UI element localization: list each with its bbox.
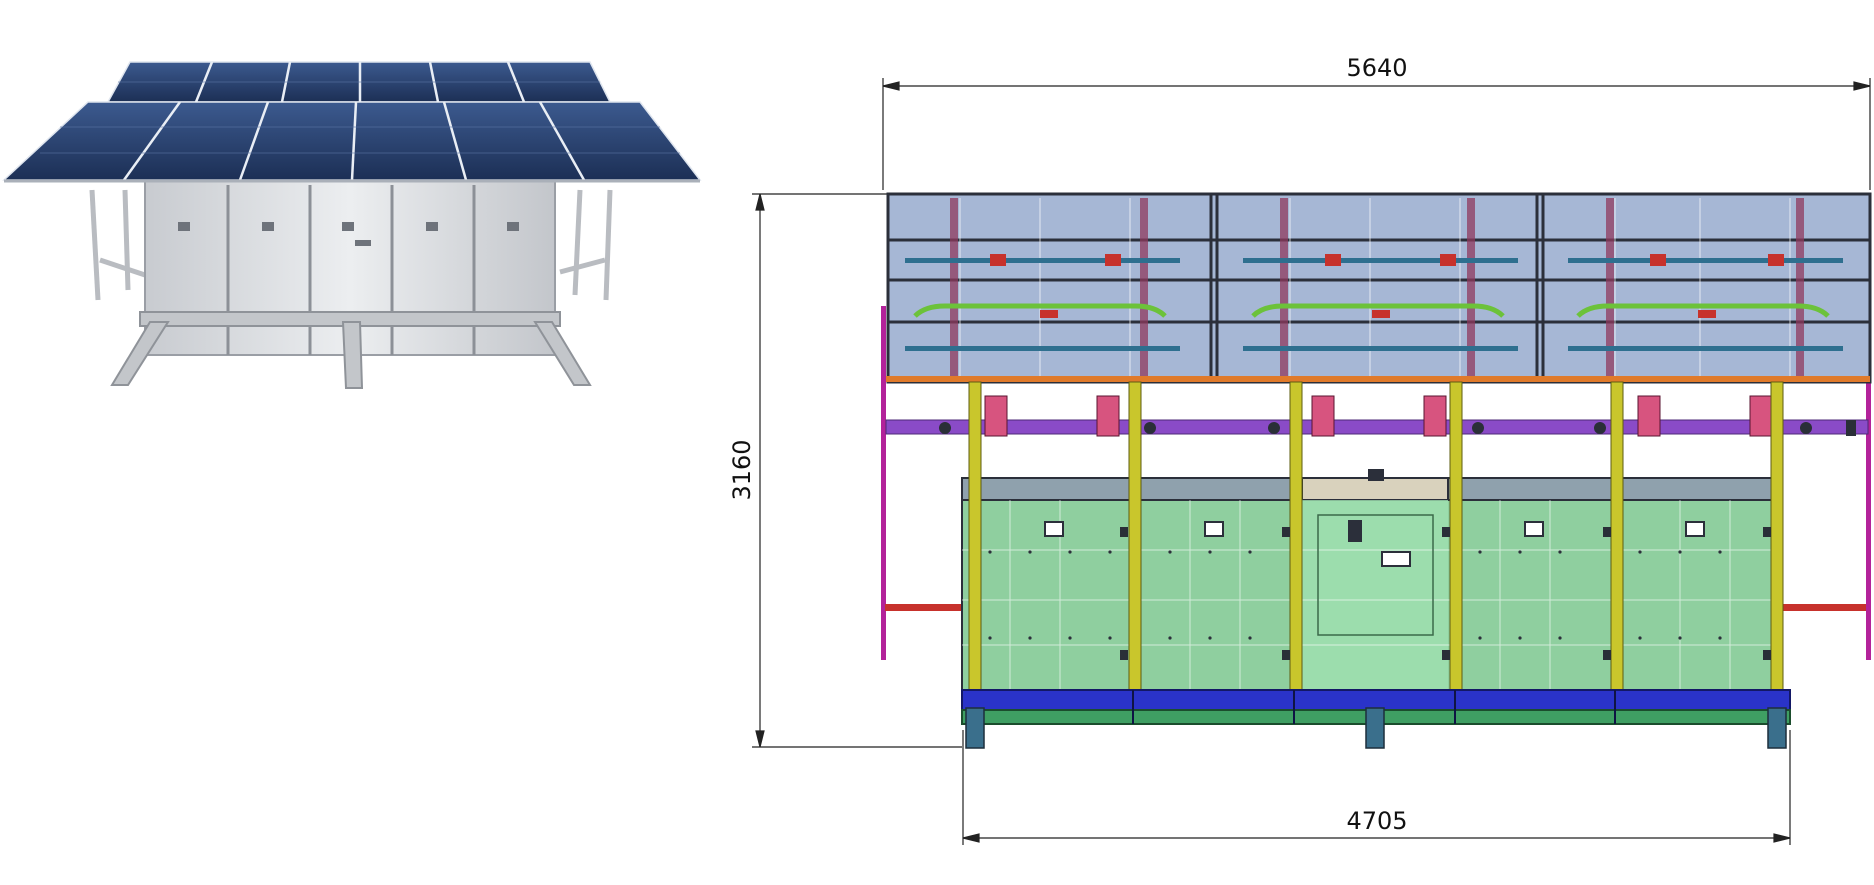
solar-container-photo-icon xyxy=(2,61,702,389)
overall-width-label: 5640 xyxy=(1346,54,1407,82)
base-width-label: 4705 xyxy=(1346,807,1407,835)
solar-panel-array xyxy=(886,192,1872,384)
panel-support-rail xyxy=(886,376,1870,382)
cross-beam xyxy=(885,419,1869,435)
overall-height-label: 3160 xyxy=(728,439,756,500)
battery-container xyxy=(961,469,1779,693)
side-pipes xyxy=(885,604,1866,611)
side-struts xyxy=(881,306,1871,660)
dimension-lines xyxy=(752,78,1871,845)
base-feet xyxy=(965,707,1787,749)
beam-brackets xyxy=(939,395,1856,437)
